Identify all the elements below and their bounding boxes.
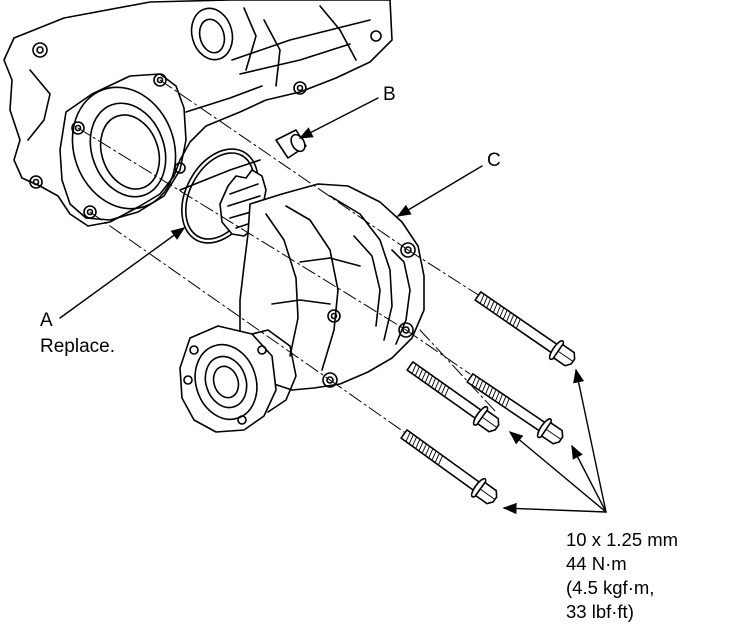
bolt-3 (406, 361, 500, 433)
dowel-pin (275, 129, 307, 159)
leader-bolt-3 (508, 431, 607, 513)
bolt-2 (466, 373, 564, 445)
bolt-spec: 10 x 1.25 mm 44 N·m (4.5 kgf·m, 33 lbf·f… (566, 528, 678, 624)
bolt-4 (400, 429, 498, 505)
bolt-torque-lbfft: 33 lbf·ft) (566, 601, 634, 622)
bolt-1 (474, 291, 576, 367)
callout-b-letter: B (383, 84, 396, 105)
callout-c-letter: C (487, 150, 501, 171)
flange-bolts (400, 291, 576, 505)
transfer-assembly (179, 169, 425, 433)
callout-a-letter: A (40, 310, 53, 331)
leader-c (396, 165, 483, 217)
alignment-lines (77, 79, 497, 433)
leader-a (59, 227, 186, 319)
callout-leaders (59, 97, 607, 515)
callout-a-note: Replace. (40, 336, 115, 357)
leader-bolt-4 (502, 502, 607, 515)
bolt-torque-nm: 44 N·m (566, 553, 627, 574)
bolt-size: 10 x 1.25 mm (566, 529, 679, 550)
leader-bolt-1 (573, 368, 607, 513)
leader-b (298, 97, 379, 139)
bolt-torque-kgfm: (4.5 kgf·m, (566, 577, 655, 598)
leader-bolt-2 (571, 444, 607, 513)
